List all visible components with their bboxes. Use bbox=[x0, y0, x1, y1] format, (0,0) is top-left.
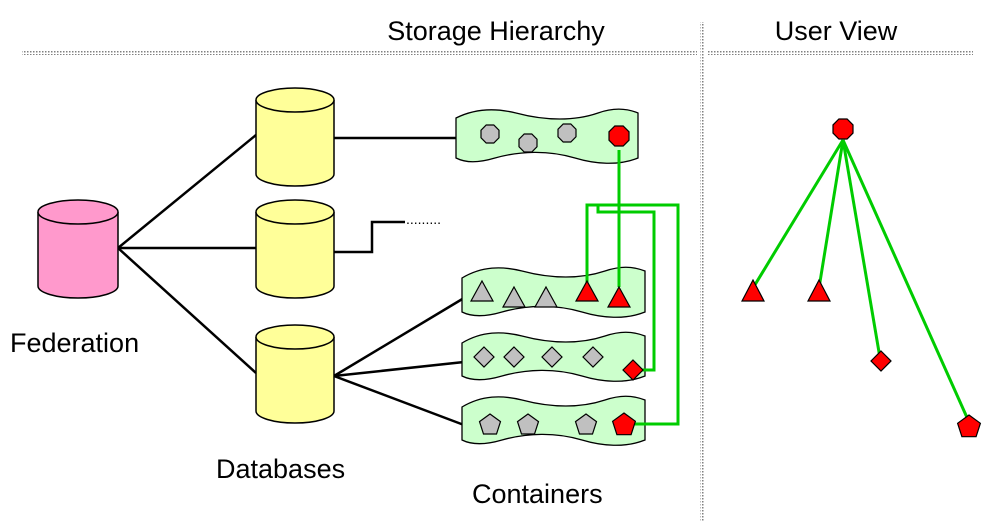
user-view-diamond[interactable] bbox=[870, 350, 892, 372]
octagon-object[interactable] bbox=[557, 123, 577, 143]
diamond-object[interactable] bbox=[503, 346, 525, 368]
diamond-object-red[interactable] bbox=[622, 359, 644, 381]
diamond-object[interactable] bbox=[473, 346, 495, 368]
pentagon-object[interactable] bbox=[516, 413, 540, 435]
ellipsis-dots: ......... bbox=[406, 211, 441, 227]
octagon-object-red[interactable] bbox=[608, 125, 630, 147]
container-octagons[interactable] bbox=[455, 108, 639, 164]
pentagon-object[interactable] bbox=[478, 413, 502, 435]
federation-label: Federation bbox=[10, 328, 139, 358]
triangle-object-red[interactable] bbox=[606, 285, 632, 308]
hierarchy-connectors bbox=[117, 134, 465, 427]
databases-label: Databases bbox=[216, 454, 345, 484]
federation-cylinder[interactable] bbox=[37, 199, 119, 299]
diamond-object[interactable] bbox=[541, 346, 563, 368]
database-cylinder-bottom[interactable] bbox=[255, 324, 335, 424]
triangle-object-red[interactable] bbox=[574, 279, 600, 302]
database-cylinder-top[interactable] bbox=[255, 87, 335, 187]
header-separator-right bbox=[708, 50, 973, 55]
triangle-object[interactable] bbox=[469, 279, 495, 302]
diamond-object[interactable] bbox=[582, 346, 604, 368]
pentagon-object-red[interactable] bbox=[611, 412, 637, 436]
user-view-triangle[interactable] bbox=[807, 278, 831, 302]
octagon-object[interactable] bbox=[518, 133, 538, 153]
header-separator-left bbox=[22, 50, 697, 55]
vertical-separator bbox=[700, 22, 705, 522]
user-view-heading: User View bbox=[775, 16, 898, 46]
storage-hierarchy-heading: Storage Hierarchy bbox=[387, 16, 605, 46]
triangle-object[interactable] bbox=[501, 285, 527, 308]
user-view-triangle[interactable] bbox=[741, 278, 765, 302]
user-view-pentagon[interactable] bbox=[956, 414, 982, 438]
association-lines bbox=[585, 139, 971, 426]
pentagon-object[interactable] bbox=[574, 413, 598, 435]
octagon-object[interactable] bbox=[480, 124, 500, 144]
containers-label: Containers bbox=[472, 479, 603, 509]
user-view-root-octagon[interactable] bbox=[832, 118, 854, 140]
triangle-object[interactable] bbox=[533, 285, 559, 308]
database-cylinder-middle[interactable] bbox=[255, 199, 335, 299]
container-pentagons[interactable] bbox=[461, 395, 646, 446]
